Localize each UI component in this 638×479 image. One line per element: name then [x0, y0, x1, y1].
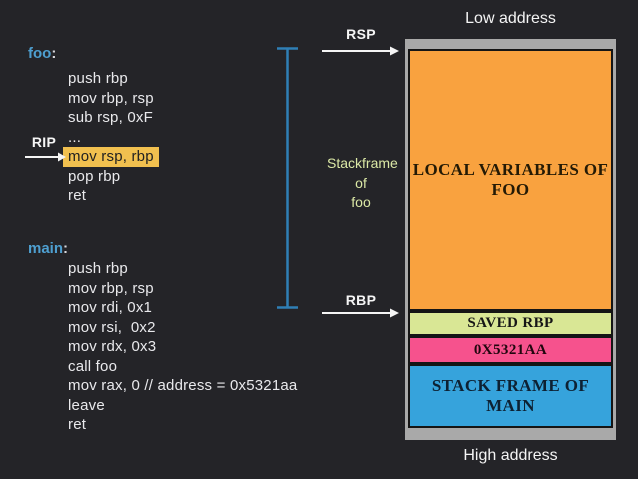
rsp-register-label: RSP	[346, 26, 376, 42]
foo-function-label: foo:	[28, 45, 56, 62]
stack-block-label: SAVED RBP	[467, 315, 554, 331]
foo-code-lines: push rbp mov rbp, rsp sub rsp, 0xF ... m…	[63, 69, 159, 206]
rsp-arrow	[322, 46, 399, 56]
rip-register-label: RIP	[31, 134, 57, 150]
code-line: ret	[68, 187, 87, 205]
code-line: pop rbp	[68, 167, 121, 185]
main-function-colon: :	[63, 240, 69, 257]
rip-arrow	[25, 152, 66, 162]
code-line: mov rax, 0 // address = 0x5321aa	[68, 377, 298, 395]
rbp-arrow	[322, 308, 399, 318]
code-line: call foo	[68, 357, 118, 375]
stack-block-local-variables-of-foo: LOCAL VARIABLES OF FOO	[408, 49, 613, 311]
stack-block-stack-frame-of-main: STACK FRAME OF MAIN	[408, 364, 613, 428]
code-line: mov rsi, 0x2	[68, 318, 156, 336]
code-line: mov rbp, rsp	[68, 279, 154, 297]
code-line: leave	[68, 396, 105, 414]
stack-block-return-address: 0X5321AA	[408, 336, 613, 364]
main-code-lines: push rbp mov rbp, rsp mov rdi, 0x1 mov r…	[68, 259, 297, 435]
code-line: push rbp	[68, 260, 128, 278]
stack-block-saved-rbp: SAVED RBP	[408, 311, 613, 336]
main-function-name: main	[28, 240, 64, 257]
code-line: mov rdx, 0x3	[68, 338, 157, 356]
code-line: ret	[68, 416, 87, 434]
high-address-label: High address	[463, 447, 558, 464]
stack-block-label: LOCAL VARIABLES OF FOO	[412, 160, 609, 199]
caption-line: Stackframe	[327, 155, 398, 171]
code-line: ...	[68, 128, 82, 146]
foo-function-name: foo	[28, 45, 52, 62]
caption-line: of	[355, 174, 367, 191]
main-function-label: main:	[28, 240, 68, 257]
code-line: mov rdi, 0x1	[68, 299, 153, 317]
code-line: sub rsp, 0xF	[68, 109, 153, 127]
stack-memory-container: LOCAL VARIABLES OF FOO SAVED RBP 0X5321A…	[405, 39, 616, 440]
code-line: push rbp	[68, 70, 128, 88]
code-line: mov rbp, rsp	[68, 89, 154, 107]
foo-function-colon: :	[51, 45, 57, 62]
stackframe-of-foo-caption: Stackframe of foo	[327, 154, 398, 213]
stack-block-label: STACK FRAME OF MAIN	[431, 376, 590, 415]
caption-line: foo	[351, 194, 371, 210]
stack-block-label: 0X5321AA	[473, 341, 548, 358]
low-address-label: Low address	[465, 10, 556, 27]
rbp-register-label: RBP	[345, 292, 377, 308]
highlighted-instruction: mov rsp, rbp	[63, 147, 159, 167]
